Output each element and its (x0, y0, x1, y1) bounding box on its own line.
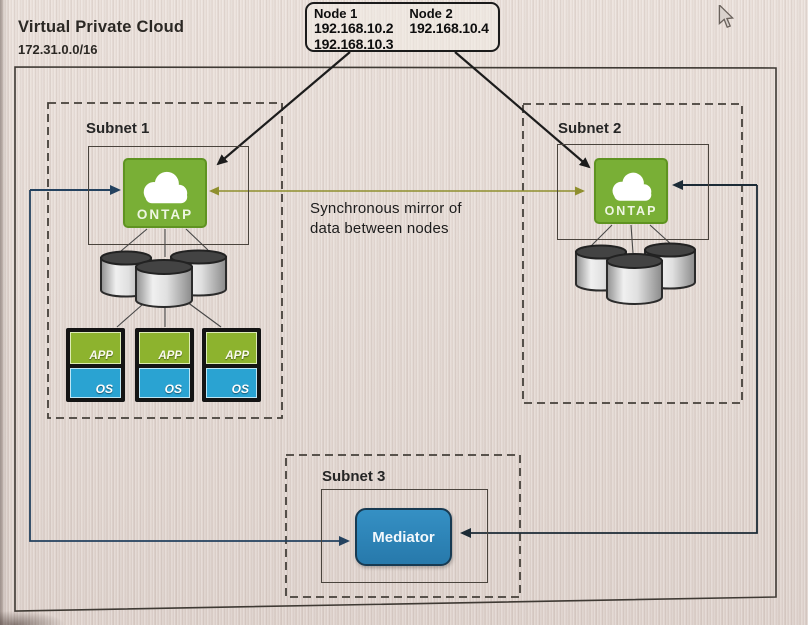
disk-cluster-2 (575, 242, 696, 305)
subnet3-label: Subnet 3 (322, 468, 386, 485)
node2-info: Node 2 192.168.10.4 (409, 6, 489, 50)
node2-label: Node 2 (409, 6, 453, 21)
subnet1-inner-box (88, 146, 249, 245)
node1-ip-2: 192.168.10.3 (314, 35, 394, 52)
mediator-box: Mediator (355, 508, 452, 566)
node1-ip-1: 192.168.10.2 (314, 20, 394, 36)
line-left-to-mediator (29, 190, 350, 546)
app-box: APP (139, 332, 190, 365)
subnet3-inner-box (321, 489, 488, 583)
node2-ip-1: 192.168.10.4 (409, 20, 489, 36)
app-box: APP (70, 332, 121, 365)
sync-note-line2: data between nodes (310, 220, 449, 237)
cloud-icon (612, 172, 651, 201)
vm-unit-3: APP OS (202, 328, 261, 402)
subnet1-boundary (47, 102, 283, 419)
subnet3-boundary (285, 454, 521, 598)
node1-info: Node 1 192.168.10.2 192.168.10.3 (314, 6, 394, 52)
subnet2-boundary (522, 103, 743, 404)
disk-cluster-1 (100, 249, 227, 308)
os-box: OS (206, 368, 257, 398)
node-info-box: Node 1 192.168.10.2 192.168.10.3 Node 2 … (305, 2, 500, 52)
arrow-node1-to-ontap1 (216, 51, 351, 166)
disk-icon (135, 259, 193, 308)
ontap2-label: ONTAP (604, 204, 658, 218)
sync-note: Synchronous mirror of data between nodes (310, 199, 462, 239)
cursor-icon (718, 5, 735, 29)
subnet1-label: Subnet 1 (86, 120, 150, 137)
subnet2-label: Subnet 2 (558, 120, 622, 137)
subnet2-inner-box (557, 144, 709, 240)
vpc-boundary (14, 66, 777, 612)
ontap-node-1: ONTAP (123, 158, 207, 228)
vpc-cidr: 172.31.0.0/16 (18, 42, 98, 57)
node1-label: Node 1 (314, 6, 358, 21)
vm-unit-2: APP OS (135, 328, 194, 402)
sync-note-line1: Synchronous mirror of (310, 200, 462, 217)
arrow-node2-to-ontap2 (454, 51, 591, 169)
os-box: OS (139, 368, 190, 398)
os-box: OS (70, 368, 121, 398)
disk-icon (606, 253, 663, 305)
mediator-label: Mediator (372, 528, 435, 546)
line-right-to-mediator (460, 185, 758, 538)
cloud-icon (143, 171, 188, 204)
ontap-node-2: ONTAP (594, 158, 668, 224)
ontap1-label: ONTAP (136, 207, 194, 222)
app-box: APP (206, 332, 257, 365)
vpc-title: Virtual Private Cloud (18, 18, 185, 36)
vm-unit-1: APP OS (66, 328, 125, 402)
